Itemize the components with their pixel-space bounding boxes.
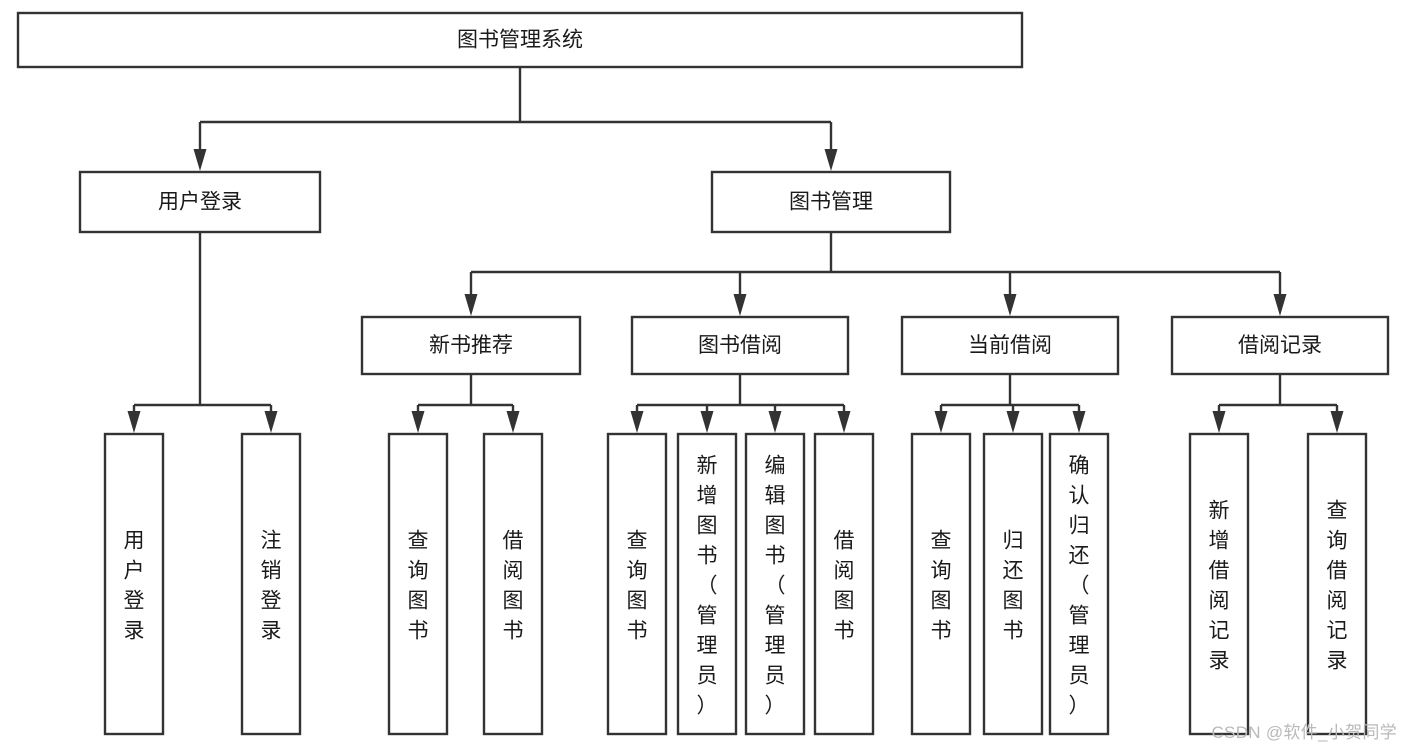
connector-group-new-book-recommend <box>411 374 520 433</box>
node-label-leaf-borrow-book-1: 借阅图书 <box>503 529 524 642</box>
node-label-new-book-recommend: 新书推荐 <box>429 334 513 357</box>
node-box-new-book-recommend[interactable] <box>360 315 582 376</box>
node-box-book-borrow[interactable] <box>630 315 850 376</box>
node-label-leaf-confirm-return: 确认归还（管理员） <box>1069 454 1090 717</box>
node-label-leaf-logout: 注销登录 <box>261 529 282 642</box>
node-box-root[interactable] <box>16 11 1024 69</box>
node-label-leaf-query-book-2: 查询图书 <box>627 529 648 642</box>
node-root[interactable]: 图书管理系统 <box>16 11 1024 69</box>
node-label-leaf-query-record: 查询借阅记录 <box>1327 499 1348 672</box>
node-label-leaf-borrow-book-2: 借阅图书 <box>834 529 855 642</box>
connector-group-borrow-record <box>1212 374 1344 433</box>
node-label-leaf-query-book-1: 查询图书 <box>408 529 429 642</box>
node-box-leaf-logout[interactable] <box>240 432 302 736</box>
node-current-borrow[interactable]: 当前借阅 <box>900 315 1120 376</box>
connector-group-user-login <box>127 232 278 433</box>
node-leaf-query-book-2[interactable]: 查询图书 <box>606 432 668 736</box>
node-box-user-login[interactable] <box>78 170 322 234</box>
node-leaf-confirm-return[interactable]: 确认归还（管理员） <box>1048 432 1110 736</box>
node-leaf-return-book[interactable]: 归还图书 <box>982 432 1044 736</box>
node-box-leaf-query-record[interactable] <box>1306 432 1368 736</box>
node-leaf-query-book-1[interactable]: 查询图书 <box>387 432 449 736</box>
node-leaf-borrow-book-2[interactable]: 借阅图书 <box>813 432 875 736</box>
node-box-leaf-user-login[interactable] <box>103 432 165 736</box>
node-label-user-login: 用户登录 <box>158 191 242 214</box>
node-book-manage[interactable]: 图书管理 <box>710 170 952 234</box>
node-leaf-query-book-3[interactable]: 查询图书 <box>910 432 972 736</box>
node-label-leaf-return-book: 归还图书 <box>1003 529 1024 642</box>
node-label-leaf-add-book: 新增图书（管理员） <box>697 454 718 717</box>
connector-layer <box>127 67 1344 433</box>
node-leaf-borrow-book-1[interactable]: 借阅图书 <box>482 432 544 736</box>
node-label-leaf-query-book-3: 查询图书 <box>931 529 952 642</box>
node-leaf-user-login[interactable]: 用户登录 <box>103 432 165 736</box>
node-layer: 图书管理系统用户登录图书管理新书推荐图书借阅当前借阅借阅记录用户登录注销登录查询… <box>16 11 1390 736</box>
node-label-root: 图书管理系统 <box>457 29 583 52</box>
node-leaf-logout[interactable]: 注销登录 <box>240 432 302 736</box>
node-user-login[interactable]: 用户登录 <box>78 170 322 234</box>
connector-group-root <box>193 67 838 171</box>
node-box-leaf-query-book-3[interactable] <box>910 432 972 736</box>
node-new-book-recommend[interactable]: 新书推荐 <box>360 315 582 376</box>
node-label-borrow-record: 借阅记录 <box>1238 334 1322 357</box>
node-leaf-add-book[interactable]: 新增图书（管理员） <box>676 432 738 736</box>
node-box-leaf-borrow-book-1[interactable] <box>482 432 544 736</box>
node-box-book-manage[interactable] <box>710 170 952 234</box>
node-box-leaf-query-book-1[interactable] <box>387 432 449 736</box>
node-label-current-borrow: 当前借阅 <box>968 334 1052 357</box>
node-leaf-add-record[interactable]: 新增借阅记录 <box>1188 432 1250 736</box>
connector-group-book-manage <box>464 232 1287 316</box>
node-leaf-edit-book[interactable]: 编辑图书（管理员） <box>744 432 806 736</box>
connector-group-book-borrow <box>630 374 851 433</box>
connector-group-current-borrow <box>934 374 1086 433</box>
node-borrow-record[interactable]: 借阅记录 <box>1170 315 1390 376</box>
node-book-borrow[interactable]: 图书借阅 <box>630 315 850 376</box>
node-leaf-query-record[interactable]: 查询借阅记录 <box>1306 432 1368 736</box>
node-box-leaf-add-book[interactable] <box>676 432 738 736</box>
node-box-leaf-confirm-return[interactable] <box>1048 432 1110 736</box>
node-box-leaf-add-record[interactable] <box>1188 432 1250 736</box>
node-label-book-borrow: 图书借阅 <box>698 334 782 357</box>
node-box-borrow-record[interactable] <box>1170 315 1390 376</box>
node-box-leaf-query-book-2[interactable] <box>606 432 668 736</box>
node-box-current-borrow[interactable] <box>900 315 1120 376</box>
node-box-leaf-borrow-book-2[interactable] <box>813 432 875 736</box>
node-label-book-manage: 图书管理 <box>789 191 873 214</box>
node-box-leaf-edit-book[interactable] <box>744 432 806 736</box>
node-label-leaf-user-login: 用户登录 <box>124 529 145 642</box>
node-label-leaf-add-record: 新增借阅记录 <box>1209 499 1230 672</box>
node-label-leaf-edit-book: 编辑图书（管理员） <box>765 454 786 717</box>
node-box-leaf-return-book[interactable] <box>982 432 1044 736</box>
